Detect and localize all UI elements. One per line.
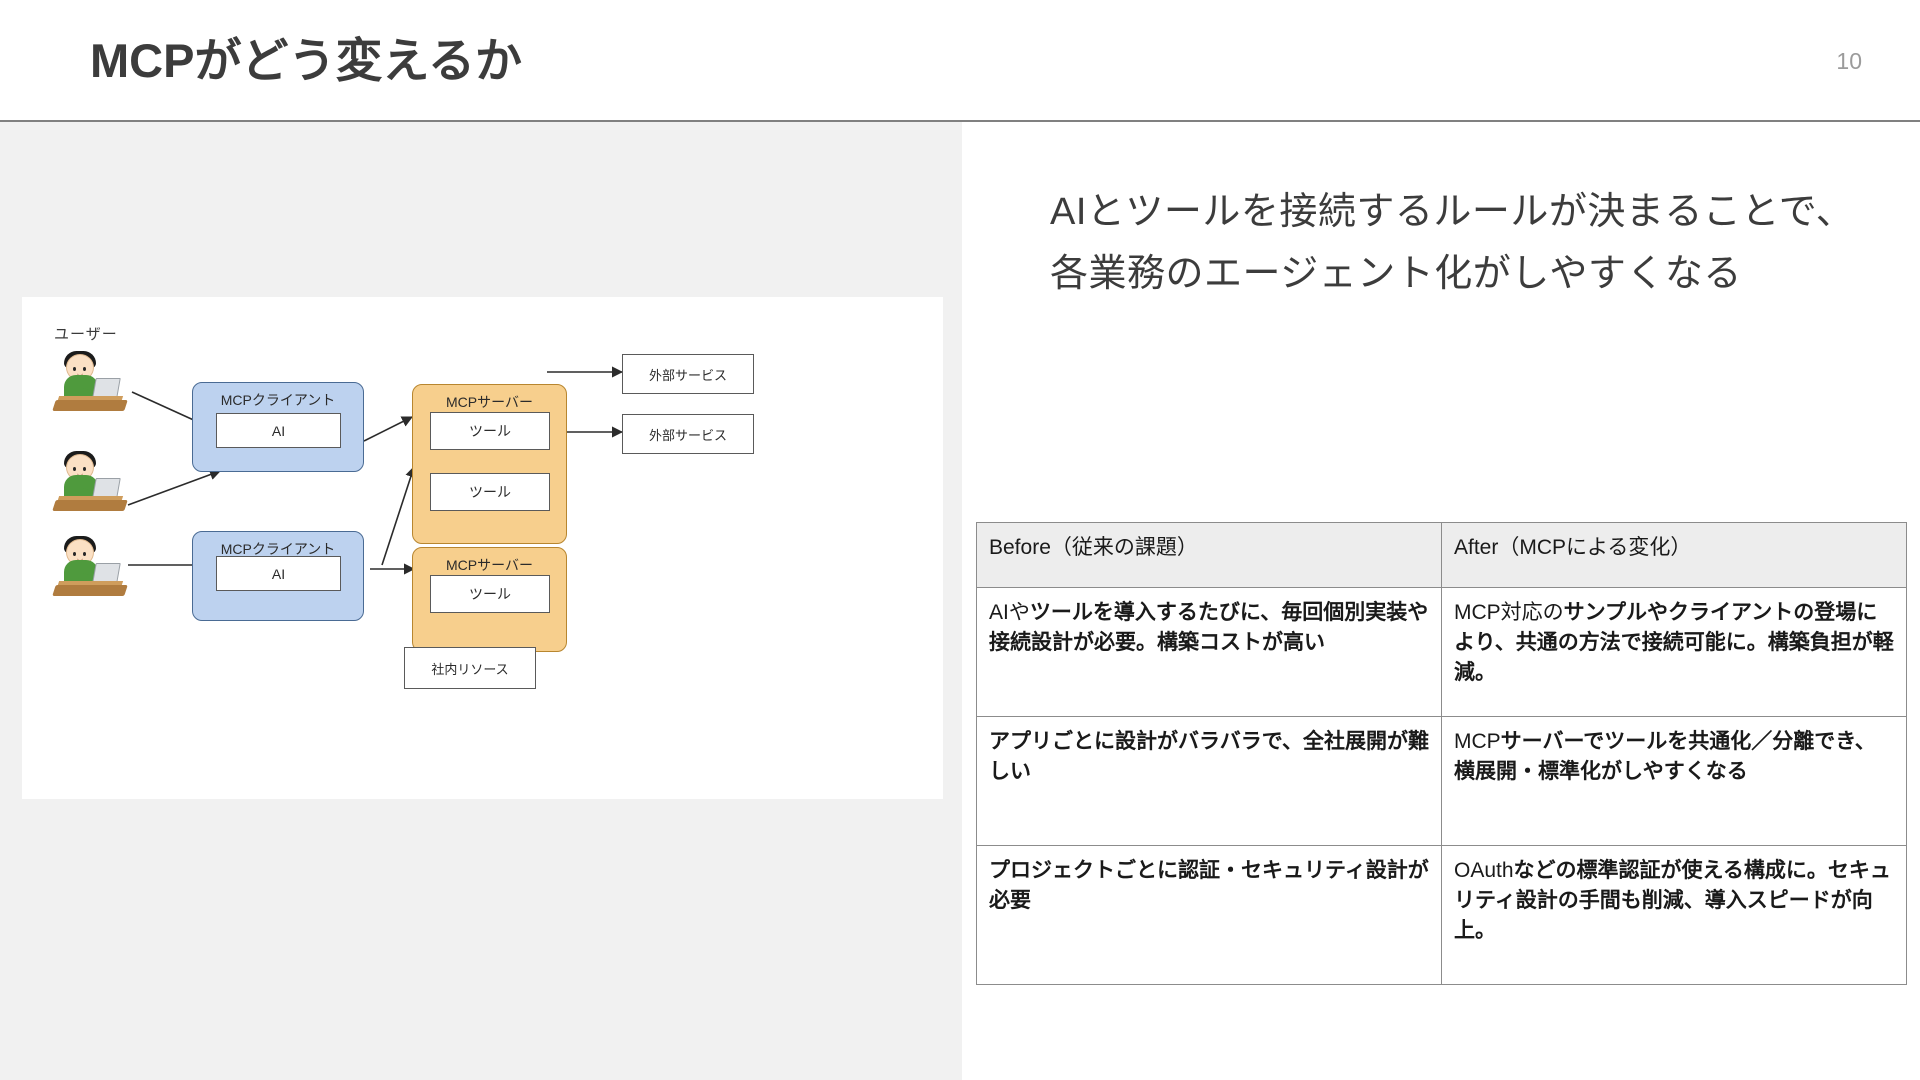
table-header-row: Before（従来の課題） After（MCPによる変化） <box>976 522 1907 588</box>
mcp-server-title: MCPサーバー <box>446 394 533 410</box>
table-body: AIやツールを導入するたびに、毎回個別実装や接続設計が必要。構築コストが高い M… <box>976 587 1907 985</box>
cell-text-bold: アプリごとに設計がバラバラで、全社展開が難しい <box>989 730 1429 783</box>
mcp-server-box-1: MCPサーバー <box>412 384 567 544</box>
eye-right-shape <box>83 467 86 471</box>
external-service-box-2: 外部サービス <box>622 414 754 454</box>
cell-before-3: プロジェクトごとに認証・セキュリティ設計が必要 <box>976 845 1442 985</box>
table-row: アプリごとに設計がバラバラで、全社展開が難しい MCPサーバーでツールを共通化／… <box>976 716 1907 846</box>
cell-text-plain: MCP <box>1454 730 1501 753</box>
cell-text-bold: などの標準認証が使える構成に。セキュリティ設計の手間も削減、導入スピードが向上。 <box>1454 859 1891 942</box>
cell-before-2: アプリごとに設計がバラバラで、全社展開が難しい <box>976 716 1442 846</box>
cell-text-bold: プロジェクトごとに認証・セキュリティ設計が必要 <box>989 859 1429 912</box>
architecture-diagram: ユーザー <box>22 297 943 799</box>
right-panel: AIとツールを接続するルールが決まることで、各業務のエージェント化がしやすくなる… <box>962 122 1920 1080</box>
lead-paragraph: AIとツールを接続するルールが決まることで、各業務のエージェント化がしやすくなる <box>1050 191 1855 295</box>
user-avatar-3 <box>52 534 128 596</box>
user-avatar-1 <box>52 349 128 411</box>
cell-text-plain: MCP対応の <box>1454 601 1564 624</box>
cell-before-1: AIやツールを導入するたびに、毎回個別実装や接続設計が必要。構築コストが高い <box>976 587 1442 717</box>
header-divider <box>0 120 1920 122</box>
cell-after-3: OAuthなどの標準認証が使える構成に。セキュリティ設計の手間も削減、導入スピー… <box>1441 845 1907 985</box>
mcp-server-title: MCPサーバー <box>446 557 533 573</box>
diagram-users-label: ユーザー <box>54 326 118 343</box>
cell-text-bold: サーバーでツールを共通化／分離でき、横展開・標準化がしやすくなる <box>1454 730 1876 783</box>
eye-left-shape <box>73 367 76 371</box>
column-header-after: After（MCPによる変化） <box>1441 522 1907 588</box>
internal-resource-box: 社内リソース <box>404 647 536 689</box>
tool-box-2: ツール <box>430 473 550 511</box>
desk-shape <box>52 585 128 596</box>
laptop-screen-shape <box>92 478 121 498</box>
laptop-screen-shape <box>92 378 121 398</box>
tool-box-3: ツール <box>430 575 550 613</box>
ai-box-1: AI <box>216 413 341 448</box>
column-header-before: Before（従来の課題） <box>976 522 1442 588</box>
eye-right-shape <box>83 552 86 556</box>
external-service-box-1: 外部サービス <box>622 354 754 394</box>
architecture-diagram-card: ユーザー <box>22 297 943 799</box>
desk-shape <box>52 500 128 511</box>
page-number: 10 <box>1836 48 1862 74</box>
tool-box-1: ツール <box>430 412 550 450</box>
laptop-screen-shape <box>92 563 121 583</box>
eye-left-shape <box>73 552 76 556</box>
cell-after-1: MCP対応のサンプルやクライアントの登場により、共通の方法で接続可能に。構築負担… <box>1441 587 1907 717</box>
cell-text-bold: サンプルやクライアントの登場により、共通の方法で接続可能に。構築負担が軽減。 <box>1454 601 1894 684</box>
mcp-client-title: MCPクライアント <box>220 392 336 408</box>
page-title: MCPがどう変えるか <box>90 34 523 87</box>
desk-shape <box>52 400 128 411</box>
mcp-client-title: MCPクライアント <box>220 541 336 557</box>
user-avatar-2 <box>52 449 128 511</box>
cell-text-plain: OAuth <box>1454 859 1514 882</box>
cell-text-plain: AIや <box>989 601 1030 624</box>
eye-left-shape <box>73 467 76 471</box>
table-row: プロジェクトごとに認証・セキュリティ設計が必要 OAuthなどの標準認証が使える… <box>976 845 1907 985</box>
cell-text-bold: ツールを導入するたびに、毎回個別実装や接続設計が必要。構築コストが高い <box>989 601 1429 654</box>
eye-right-shape <box>83 367 86 371</box>
ai-box-2: AI <box>216 556 341 591</box>
before-after-comparison-table: Before（従来の課題） After（MCPによる変化） AIやツールを導入す… <box>976 522 1907 985</box>
table-header: Before（従来の課題） After（MCPによる変化） <box>976 522 1907 588</box>
left-panel: ユーザー <box>0 122 962 1080</box>
cell-after-2: MCPサーバーでツールを共通化／分離でき、横展開・標準化がしやすくなる <box>1441 716 1907 846</box>
slide-header: MCPがどう変えるか 10 <box>0 0 1920 122</box>
table-row: AIやツールを導入するたびに、毎回個別実装や接続設計が必要。構築コストが高い M… <box>976 587 1907 717</box>
